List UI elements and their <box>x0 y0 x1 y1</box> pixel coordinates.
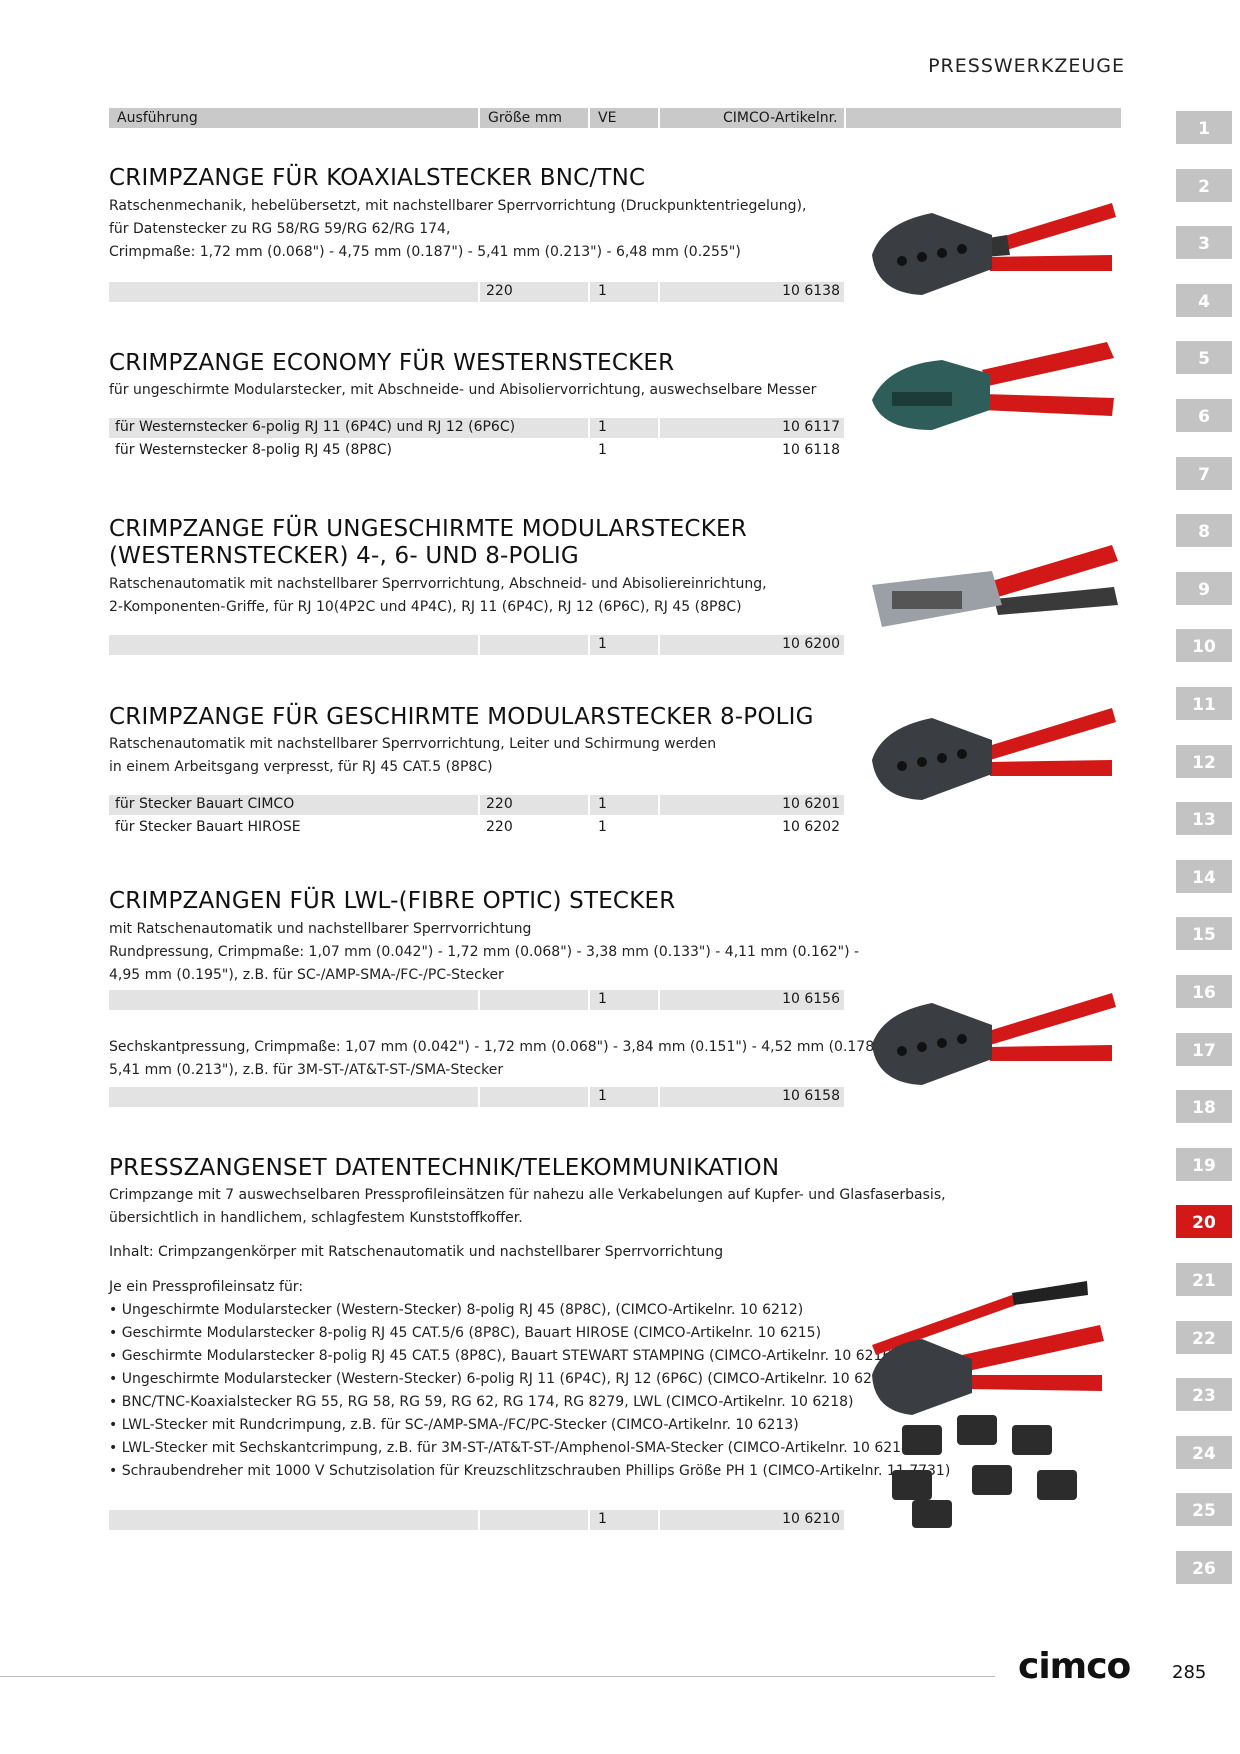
chapter-tab-16[interactable]: 16 <box>1176 975 1232 1008</box>
product-title: CRIMPZANGE FÜR GESCHIRMTE MODULARSTECKER… <box>109 704 814 730</box>
product-description: Crimpzange mit 7 auswechselbaren Presspr… <box>109 1187 946 1226</box>
list-item: • Ungeschirmte Modularstecker (Western-S… <box>109 1302 804 1318</box>
product-title: CRIMPZANGE FÜR UNGESCHIRMTE MODULARSTECK… <box>109 516 747 542</box>
product-title-line2: (WESTERNSTECKER) 4-, 6- UND 8-POLIG <box>109 543 579 569</box>
chapter-tab-3[interactable]: 3 <box>1176 226 1232 260</box>
crimp-pliers-image <box>872 993 1116 1085</box>
chapter-tab-5[interactable]: 5 <box>1176 341 1232 375</box>
crimp-set-image <box>872 1281 1104 1528</box>
product-description: für ungeschirmte Modularstecker, mit Abs… <box>109 382 817 398</box>
crimp-pliers-image <box>872 545 1118 627</box>
chapter-tab-4[interactable]: 4 <box>1176 283 1232 317</box>
product-title: PRESSZANGENSET DATENTECHNIK/TELEKOMMUNIK… <box>109 1155 780 1181</box>
list-item: • Ungeschirmte Modularstecker (Western-S… <box>109 1371 896 1387</box>
chapter-tab-11[interactable]: 11 <box>1176 687 1232 720</box>
insert-list: • Ungeschirmte Modularstecker (Western-S… <box>109 1299 950 1483</box>
product-description: Ratschenmechanik, hebelübersetzt, mit na… <box>109 198 807 260</box>
list-item: • BNC/TNC-Koaxialstecker RG 55, RG 58, R… <box>109 1394 854 1410</box>
chapter-tab-12[interactable]: 12 <box>1176 744 1232 778</box>
chapter-tab-1[interactable]: 1 <box>1176 111 1232 144</box>
chapter-tab-15[interactable]: 15 <box>1176 917 1232 951</box>
product-title: CRIMPZANGEN FÜR LWL-(FIBRE OPTIC) STECKE… <box>109 888 676 914</box>
chapter-tab-20[interactable]: 20 <box>1176 1205 1232 1239</box>
page-number: 285 <box>1172 1662 1207 1683</box>
column-groesse: Größe mm <box>488 110 563 126</box>
chapter-tab-23[interactable]: 23 <box>1176 1378 1232 1412</box>
chapter-tab-9[interactable]: 9 <box>1176 571 1232 605</box>
cimco-logo: cimco <box>1018 1646 1131 1687</box>
crimp-pliers-image <box>872 203 1116 295</box>
chapter-tab-18[interactable]: 18 <box>1176 1090 1232 1124</box>
chapter-tab-26[interactable]: 26 <box>1176 1551 1232 1584</box>
list-item: • Schraubendreher mit 1000 V Schutzisola… <box>109 1463 951 1479</box>
section-title: PRESSWERKZEUGE <box>928 55 1125 77</box>
chapter-tab-21[interactable]: 21 <box>1176 1263 1232 1296</box>
product-contents: Inhalt: Crimpzangenkörper mit Ratschenau… <box>109 1244 724 1260</box>
chapter-tab-10[interactable]: 10 <box>1176 629 1232 663</box>
list-item: • LWL-Stecker mit Rundcrimpung, z.B. für… <box>109 1417 799 1433</box>
table-row: für Westernstecker 8-polig RJ 45 (8P8C)1… <box>115 442 840 458</box>
list-item: • LWL-Stecker mit Sechskantcrimpung, z.B… <box>109 1440 916 1456</box>
crimp-pliers-image <box>872 342 1114 430</box>
table-row: für Westernstecker 6-polig RJ 11 (6P4C) … <box>109 418 844 438</box>
chapter-tab-19[interactable]: 19 <box>1176 1147 1232 1181</box>
chapter-tab-25[interactable]: 25 <box>1176 1493 1232 1527</box>
chapter-tab-6[interactable]: 6 <box>1176 399 1232 432</box>
product-description: mit Ratschenautomatik und nachstellbarer… <box>109 921 860 983</box>
chapter-tab-22[interactable]: 22 <box>1176 1320 1232 1354</box>
chapter-tab-14[interactable]: 14 <box>1176 859 1232 893</box>
column-header-bar: Ausführung Größe mm VE CIMCO-Artikelnr. <box>109 108 1121 128</box>
chapter-tab-2[interactable]: 2 <box>1176 168 1232 202</box>
product-title: CRIMPZANGE ECONOMY FÜR WESTERNSTECKER <box>109 350 675 376</box>
insert-list-intro: Je ein Pressprofileinsatz für: <box>109 1279 304 1295</box>
product-description: Sechskantpressung, Crimpmaße: 1,07 mm (0… <box>109 1039 896 1078</box>
list-item: • Geschirmte Modularstecker 8-polig RJ 4… <box>109 1348 897 1364</box>
column-artikel: CIMCO-Artikelnr. <box>723 110 838 126</box>
chapter-tab-17[interactable]: 17 <box>1176 1032 1232 1066</box>
product-description: Ratschenautomatik mit nachstellbarer Spe… <box>109 576 767 615</box>
crimp-pliers-image <box>872 708 1116 800</box>
product-title: CRIMPZANGE FÜR KOAXIALSTECKER BNC/TNC <box>109 165 646 191</box>
column-ausfuehrung: Ausführung <box>117 110 198 126</box>
footer-line <box>0 1676 995 1677</box>
chapter-tab-8[interactable]: 8 <box>1176 514 1232 548</box>
column-ve: VE <box>598 110 617 126</box>
chapter-tab-24[interactable]: 24 <box>1176 1435 1232 1469</box>
chapter-tab-13[interactable]: 13 <box>1176 802 1232 836</box>
list-item: • Geschirmte Modularstecker 8-polig RJ 4… <box>109 1325 822 1341</box>
chapter-tab-7[interactable]: 7 <box>1176 456 1232 490</box>
product-description: Ratschenautomatik mit nachstellbarer Spe… <box>109 736 717 775</box>
